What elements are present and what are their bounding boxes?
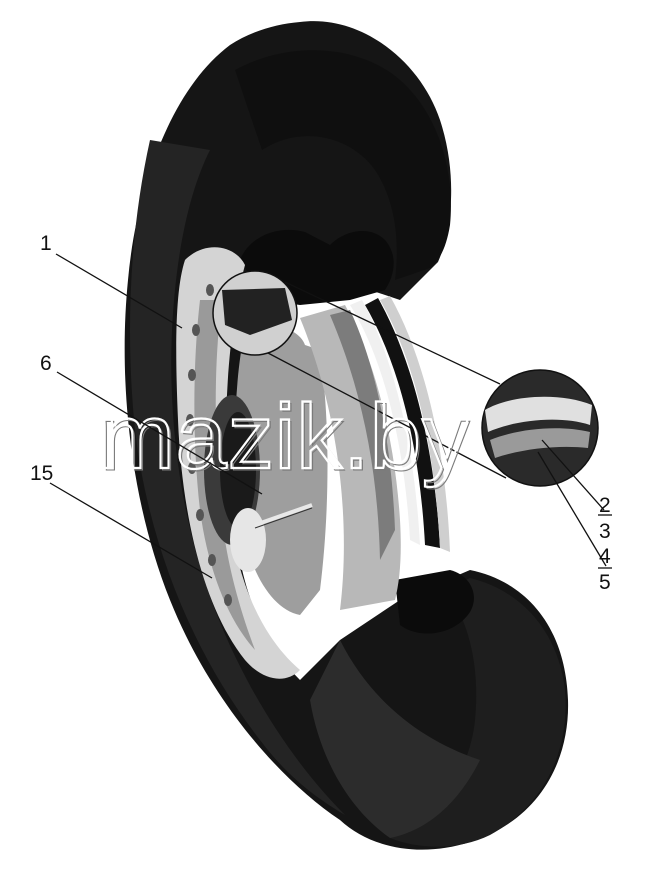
callout-6: 6 bbox=[40, 352, 52, 375]
leader-1 bbox=[55, 253, 183, 329]
tire-sidewall bbox=[130, 140, 345, 815]
leader-2-4 bbox=[541, 439, 605, 511]
rim-barrel-shade bbox=[330, 310, 395, 560]
detail-connector-lower bbox=[267, 352, 507, 479]
rim-flange-shade bbox=[194, 300, 255, 650]
watermark-outline: mazik.by bbox=[100, 388, 471, 490]
rim-side-ring bbox=[365, 298, 440, 548]
detail-zoom-ring bbox=[485, 396, 592, 432]
stud-holes bbox=[186, 284, 232, 606]
watermark-text: mazik.by bbox=[98, 386, 469, 488]
leader-6 bbox=[56, 371, 263, 495]
callout-15: 15 bbox=[30, 462, 53, 485]
callout-3: 3 bbox=[599, 520, 611, 543]
stud-hole bbox=[188, 369, 196, 381]
stud-hole bbox=[196, 509, 204, 521]
stud-hole bbox=[186, 414, 194, 426]
callout-5: 5 bbox=[599, 571, 611, 594]
stud-hole bbox=[206, 284, 214, 296]
callout-labels: 1 6 15 2 3 4 5 bbox=[30, 232, 611, 594]
detail-connector-upper bbox=[284, 281, 501, 385]
callout-1: 1 bbox=[40, 232, 52, 255]
leader-15 bbox=[49, 482, 213, 579]
rim bbox=[176, 247, 450, 679]
detail-zoom-lockring bbox=[490, 428, 590, 458]
tire-bottom-shadow bbox=[310, 640, 480, 838]
callout-leaders bbox=[49, 253, 612, 579]
watermark: mazik.by mazik.by bbox=[97, 385, 471, 491]
leader-3-5 bbox=[537, 451, 607, 567]
detail-zoom-circle bbox=[481, 369, 599, 487]
tire-tread-top bbox=[235, 50, 451, 280]
rim-barrel bbox=[300, 305, 401, 610]
valve-stem bbox=[254, 503, 313, 527]
lock-ring bbox=[380, 296, 450, 552]
rim-center-bore-inner bbox=[220, 412, 256, 528]
tire-tread-bottom bbox=[390, 578, 566, 847]
callout-2: 2 bbox=[599, 494, 611, 517]
stud-hole bbox=[224, 594, 232, 606]
stud-hole bbox=[208, 554, 216, 566]
rim-ring-highlight bbox=[350, 300, 420, 545]
detail-source-content bbox=[222, 288, 292, 335]
detail-view bbox=[212, 270, 599, 487]
callout-4: 4 bbox=[599, 545, 611, 568]
rim-hub-highlight bbox=[230, 508, 266, 572]
stud-hole bbox=[188, 462, 196, 474]
valve-stem-outline bbox=[254, 507, 313, 529]
tire-bead-bottom bbox=[395, 570, 474, 634]
stud-hole bbox=[192, 324, 200, 336]
